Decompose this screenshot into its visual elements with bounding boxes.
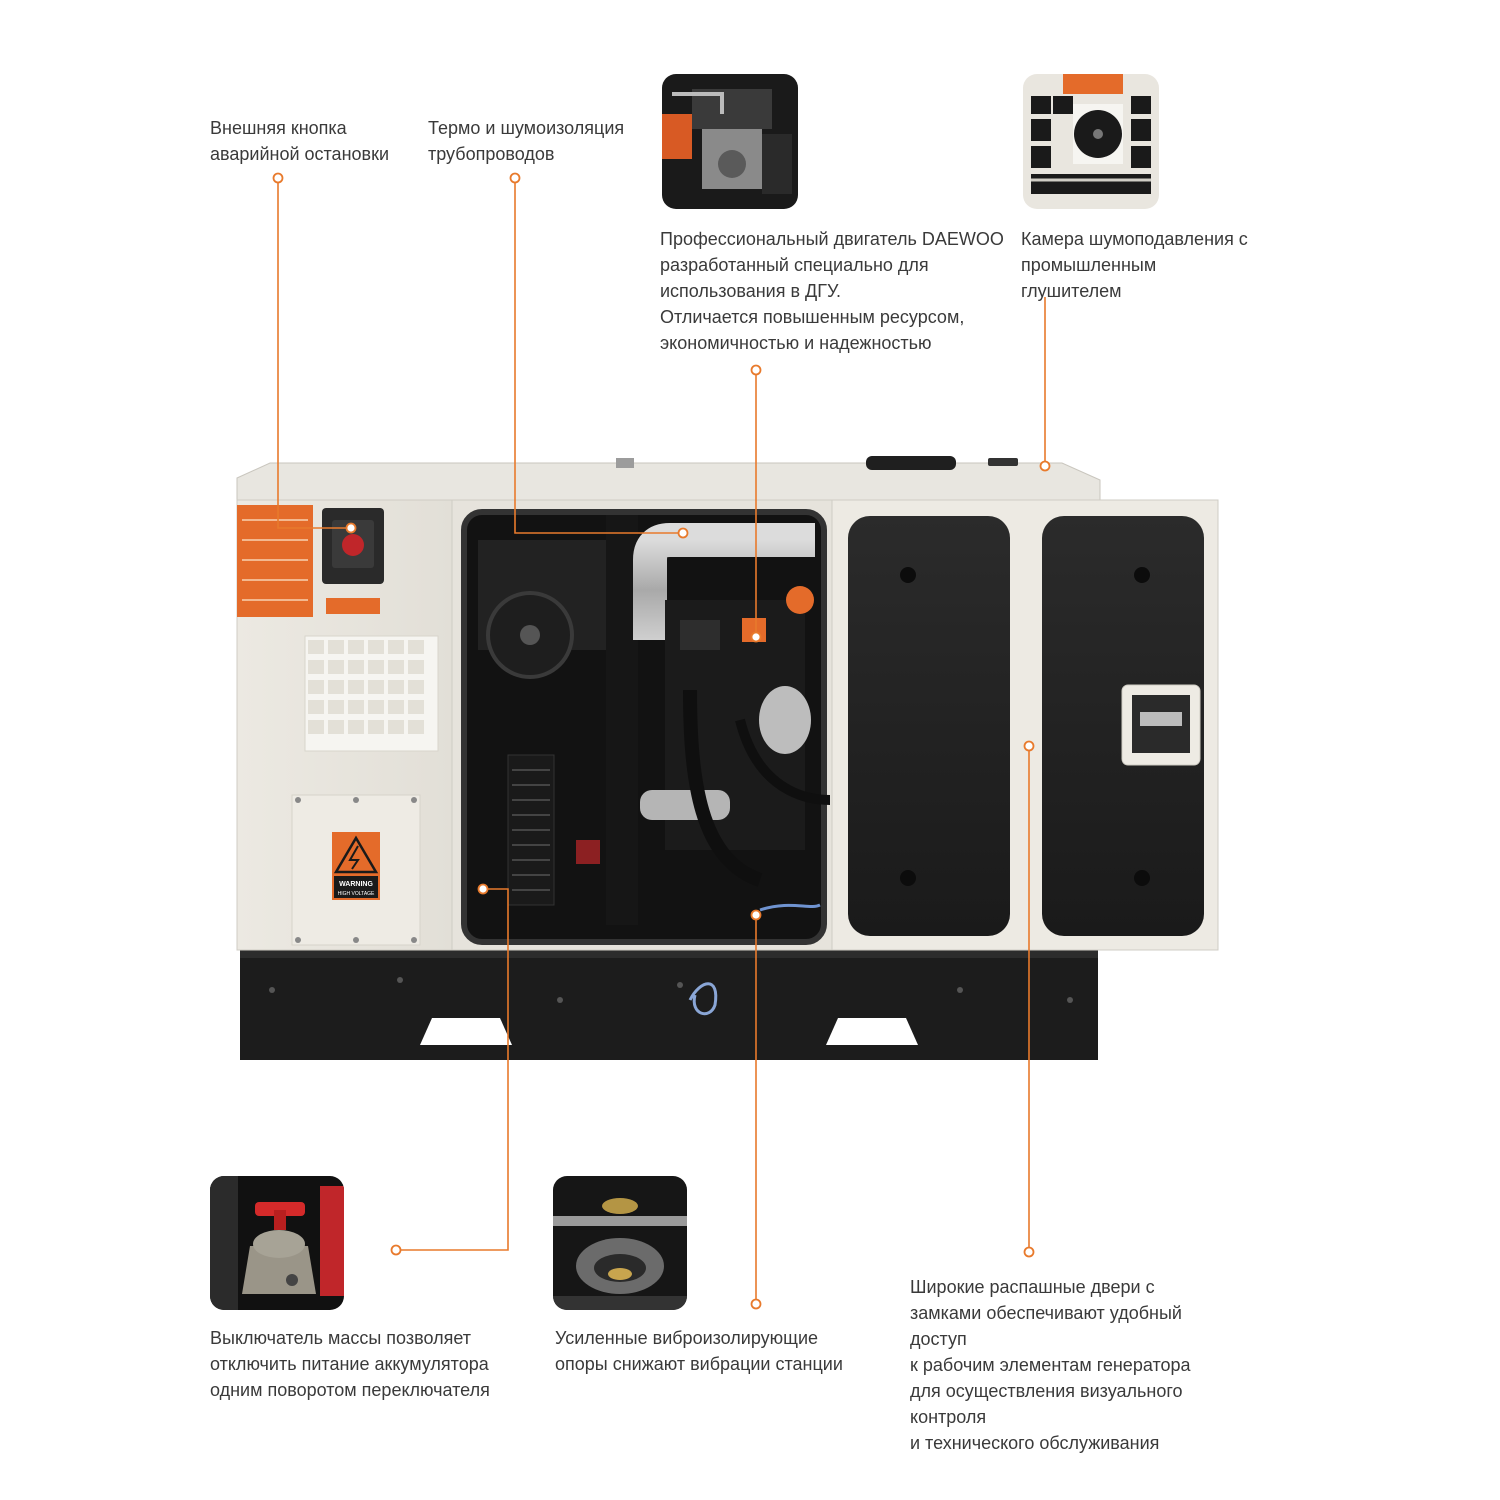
starter-motor xyxy=(640,790,730,820)
engine-thumbnail xyxy=(662,74,798,209)
warning-sign-line1: WARNING xyxy=(339,881,373,888)
open-doors xyxy=(831,499,1219,951)
muffler-cap xyxy=(866,456,956,470)
emergency-stop-button xyxy=(342,534,364,556)
callout-emergency-stop: Внешняя кнопка аварийной остановки xyxy=(210,118,390,164)
engine-bay xyxy=(451,499,833,951)
alternator xyxy=(759,686,811,754)
battery-switch-thumbnail xyxy=(210,1176,344,1310)
vent-grille xyxy=(304,635,439,752)
callout-battery-switch: Выключатель массы позволяет отключить пи… xyxy=(210,1328,490,1400)
base-frame xyxy=(240,950,1098,1060)
vibration-mount-thumbnail xyxy=(553,1176,687,1310)
muffler-thumbnail xyxy=(1023,74,1159,209)
leader-pipe-insulation xyxy=(514,178,683,534)
callout-vibration-mounts: Усиленные виброизолирующие опоры снижают… xyxy=(555,1328,843,1374)
callout-doors: Широкие распашные двери с замками обеспе… xyxy=(910,1277,1191,1453)
callout-dots xyxy=(272,172,1051,1310)
warning-sign-line2: HIGH VOLTAGE xyxy=(338,891,375,897)
leader-emergency-stop xyxy=(277,178,351,529)
callout-muffler: Камера шумоподавления с промышленным глу… xyxy=(1021,229,1248,301)
callout-pipe-insulation: Термо и шумоизоляция трубопроводов xyxy=(428,118,625,164)
high-voltage-warning-sign: WARNING HIGH VOLTAGE xyxy=(332,832,380,900)
canopy-roof xyxy=(236,456,1101,501)
left-side-panel: WARNING HIGH VOLTAGE xyxy=(236,499,453,951)
leader-battery-switch xyxy=(396,888,509,1251)
callout-leader-lines xyxy=(277,178,1046,1304)
insulated-exhaust-pipe xyxy=(633,523,815,640)
callout-engine: Профессиональный двигатель DAEWOO разраб… xyxy=(660,229,1004,353)
door-left-panel xyxy=(848,516,1010,936)
